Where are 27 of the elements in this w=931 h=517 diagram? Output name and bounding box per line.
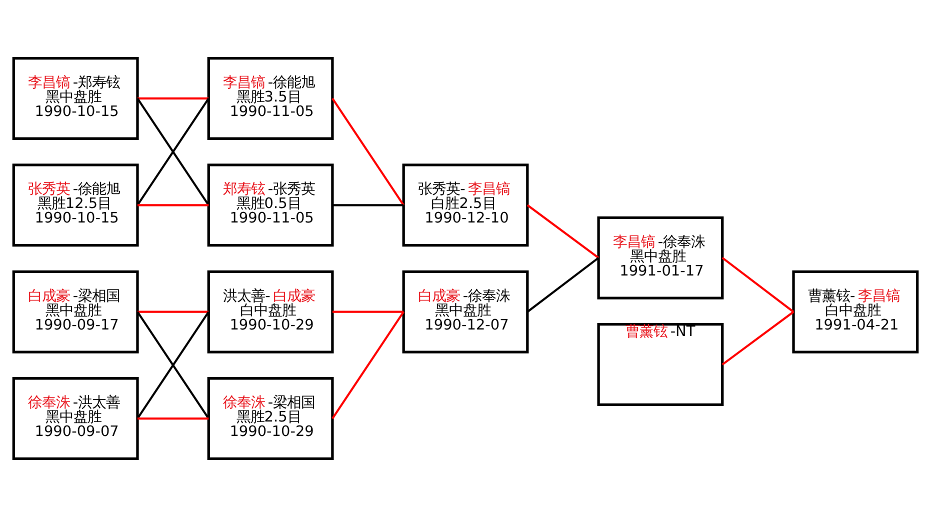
connector bbox=[138, 310, 209, 313]
node-box: 白成豪-梁相国 黑中盘胜 1990-09-17 bbox=[12, 270, 139, 354]
node-box: 白成豪-徐奉洙 黑中盘胜 1990-12-07 bbox=[402, 270, 529, 354]
connector bbox=[722, 257, 794, 313]
connector bbox=[332, 98, 404, 206]
connector bbox=[138, 418, 209, 420]
connector bbox=[332, 311, 404, 420]
connector bbox=[332, 204, 404, 206]
node-box: 洪太善-白成豪 白中盘胜 1990-10-29 bbox=[207, 270, 334, 354]
node-box: 郑寿铉-张秀英 黑胜0.5目 1990-11-05 bbox=[207, 164, 334, 247]
node-box: 曹薰铉-NT bbox=[597, 323, 724, 406]
connector bbox=[136, 311, 210, 420]
node-box: 张秀英-李昌镐 白胜2.5目 1990-12-10 bbox=[402, 164, 529, 247]
node-box: 李昌镐-徐奉洙 黑中盘胜 1991-01-17 bbox=[597, 216, 724, 300]
connector bbox=[526, 257, 600, 313]
connector bbox=[332, 310, 404, 313]
connector bbox=[138, 204, 209, 206]
node-box: 徐奉洙-梁相国 黑胜2.5目 1990-10-29 bbox=[207, 377, 334, 460]
connector bbox=[136, 98, 210, 206]
node-box: 张秀英-徐能旭 黑胜12.5目 1990-10-15 bbox=[12, 164, 139, 247]
connector bbox=[526, 204, 600, 259]
node-box: 李昌镐-郑寿铉 黑中盘胜 1990-10-15 bbox=[12, 56, 139, 140]
node-box: 李昌镐-徐能旭 黑胜3.5目 1990-11-05 bbox=[207, 56, 334, 140]
node-box: 徐奉洙-洪太善 黑中盘胜 1990-09-07 bbox=[12, 377, 139, 460]
node-box: 曹薰铉-李昌镐 白中盘胜 1991-04-21 bbox=[792, 270, 919, 354]
connector bbox=[138, 97, 209, 100]
connector bbox=[722, 311, 794, 366]
